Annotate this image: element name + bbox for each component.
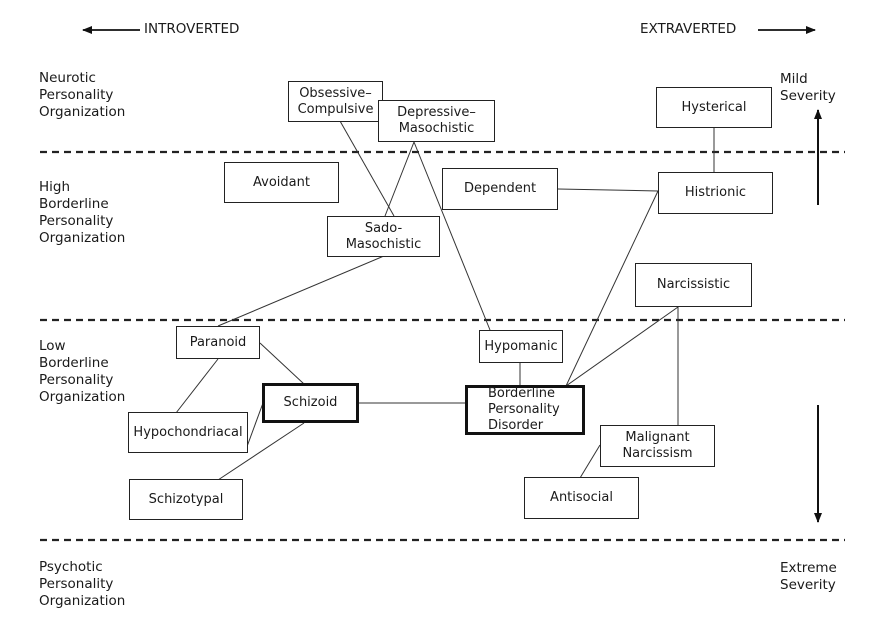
node-borderline-personality-disorder: Borderline Personality Disorder bbox=[465, 385, 585, 435]
link-depressive-sado bbox=[384, 141, 415, 217]
node-sado-masochistic: Sado- Masochistic bbox=[327, 216, 440, 257]
level-low-borderline: Low Borderline Personality Organization bbox=[39, 338, 126, 405]
node-schizotypal: Schizotypal bbox=[129, 479, 243, 520]
mild-severity-label: Mild Severity bbox=[780, 71, 836, 104]
link-schizoid-hypochondriacal bbox=[244, 402, 264, 453]
node-malignant-narcissism: Malignant Narcissism bbox=[600, 425, 715, 467]
node-schizoid: Schizoid bbox=[262, 383, 359, 423]
link-paranoid-hypochondriacal bbox=[175, 358, 219, 414]
node-hypochondriacal: Hypochondriacal bbox=[128, 412, 248, 453]
node-histrionic: Histrionic bbox=[658, 172, 773, 214]
link-paranoid-schizoid bbox=[259, 342, 305, 385]
node-hypomanic: Hypomanic bbox=[479, 330, 563, 363]
node-obsessive-compulsive: Obsessive– Compulsive bbox=[288, 81, 383, 122]
node-paranoid: Paranoid bbox=[176, 326, 260, 359]
link-schizoid-schizotypal bbox=[217, 422, 305, 481]
node-antisocial: Antisocial bbox=[524, 477, 639, 519]
node-depressive-masochistic: Depressive– Masochistic bbox=[378, 100, 495, 142]
extraverted-label: EXTRAVERTED bbox=[640, 21, 737, 37]
node-narcissistic: Narcissistic bbox=[635, 263, 752, 307]
node-hysterical: Hysterical bbox=[656, 87, 772, 128]
link-histrionic-borderline bbox=[565, 190, 659, 387]
link-depressive-hypomanic bbox=[413, 141, 491, 331]
extreme-severity-label: Extreme Severity bbox=[780, 560, 837, 593]
introverted-label: INTROVERTED bbox=[144, 21, 240, 37]
level-neurotic: Neurotic Personality Organization bbox=[39, 70, 126, 120]
link-obsessive-sado bbox=[339, 120, 395, 217]
level-high-borderline: High Borderline Personality Organization bbox=[39, 179, 126, 246]
node-dependent: Dependent bbox=[442, 168, 558, 210]
link-sado-paranoid bbox=[217, 255, 385, 327]
link-narcissistic-borderline bbox=[565, 306, 679, 387]
link-malignant-antisocial bbox=[579, 444, 601, 479]
link-dependent-histrionic bbox=[557, 188, 659, 192]
node-avoidant: Avoidant bbox=[224, 162, 339, 203]
level-psychotic: Psychotic Personality Organization bbox=[39, 559, 126, 609]
